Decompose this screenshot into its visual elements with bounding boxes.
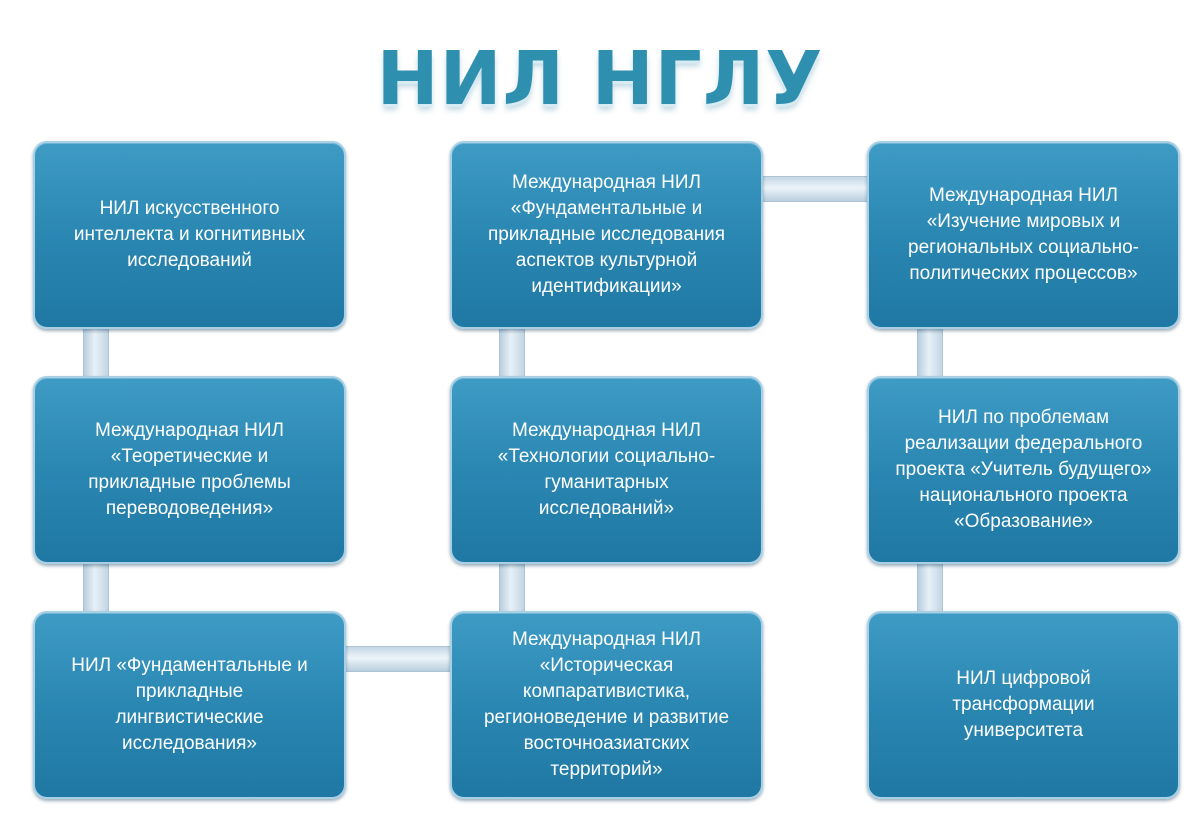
node-ai-cognitive-lab: НИЛ искусственного интеллекта и когнитив… (33, 141, 346, 329)
connector-col2-bottom (499, 561, 525, 613)
node-teacher-of-future-lab: НИЛ по проблемам реализации федерального… (867, 376, 1180, 564)
connector-row3-col1-col2 (344, 646, 452, 672)
connector-row1-col2-col3 (761, 176, 869, 202)
connector-col1-top (83, 328, 109, 378)
node-label: Международная НИЛ «Теоретические и прикл… (88, 420, 291, 519)
connector-col1-bottom (83, 561, 109, 613)
connector-col3-top (917, 328, 943, 378)
node-label: НИЛ по проблемам реализации федерального… (895, 407, 1152, 532)
node-digital-transformation-lab: НИЛ цифровой трансформации университета (867, 611, 1180, 799)
node-label: Международная НИЛ «Технологии социально-… (497, 420, 716, 519)
node-label: НИЛ цифровой трансформации университета (952, 668, 1095, 741)
node-sociopolitical-processes-lab: Международная НИЛ «Изучение мировых и ре… (867, 141, 1180, 329)
node-linguistics-lab: НИЛ «Фундаментальные и прикладные лингви… (33, 611, 346, 799)
node-label: НИЛ искусственного интеллекта и когнитив… (73, 198, 306, 271)
node-label: НИЛ «Фундаментальные и прикладные лингви… (71, 655, 308, 754)
node-east-asian-studies-lab: Международная НИЛ «Историческая компарат… (450, 611, 763, 799)
node-label: Международная НИЛ «Историческая компарат… (483, 629, 730, 780)
connector-col3-bottom (917, 561, 943, 613)
node-label: Международная НИЛ «Изучение мировых и ре… (908, 185, 1139, 284)
node-label: Международная НИЛ «Фундаментальные и при… (487, 172, 726, 297)
diagram-title: НИЛ НГЛУ (376, 36, 824, 122)
node-social-humanitarian-tech-lab: Международная НИЛ «Технологии социально-… (450, 376, 763, 564)
node-translation-studies-lab: Международная НИЛ «Теоретические и прикл… (33, 376, 346, 564)
node-cultural-identification-lab: Международная НИЛ «Фундаментальные и при… (450, 141, 763, 329)
connector-col2-top (499, 328, 525, 378)
